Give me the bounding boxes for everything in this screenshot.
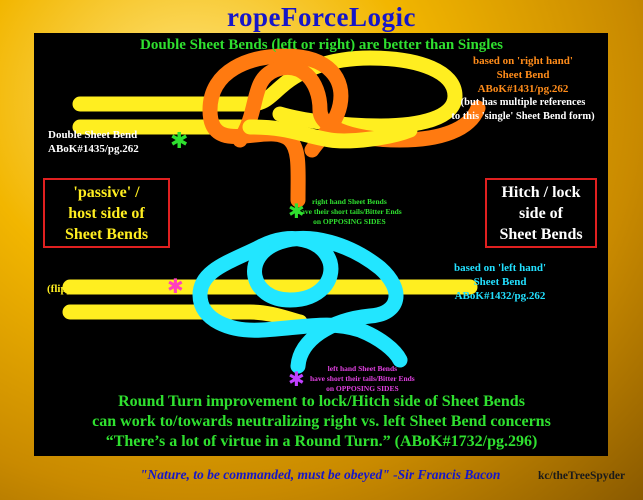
hitch-side-box: Hitch / lock side of Sheet Bends	[485, 178, 597, 248]
rh-note1: (but has multiple references	[460, 97, 586, 108]
rh-note2: to this 'single' Sheet Bend form)	[451, 111, 595, 122]
upper-orange-rope	[202, 48, 486, 208]
left-box-line3: Sheet Bends	[64, 226, 149, 243]
lh-line1: based on 'left hand'	[454, 262, 546, 274]
dsb-line2: ABoK#1435/pg.262	[48, 143, 139, 155]
note-mag-line3: on OPPOSING SIDES	[326, 384, 399, 393]
bacon-quote: "Nature, to be commanded, must be obeyed…	[140, 467, 501, 482]
flipped-label: (flipped from above)	[47, 283, 144, 295]
passive-side-box: 'passive' / host side of Sheet Bends	[43, 178, 170, 248]
asterisk-green-icon-2: ✱	[288, 201, 305, 223]
asterisk-green-icon-1: ✱	[170, 128, 188, 153]
round-turn-caption: Round Turn improvement to lock/Hitch sid…	[0, 392, 643, 452]
subtitle: Double Sheet Bends (left or right) are b…	[140, 37, 503, 53]
note-mag-line2: have short their tails/Bitter Ends	[310, 374, 415, 383]
rh-line3: ABoK#1431/pg.262	[477, 83, 569, 95]
bottom-line2: can work to/towards neutralizing right v…	[92, 413, 551, 430]
left-box-line1: 'passive' /	[73, 184, 140, 201]
double-sheet-bend-label: Double Sheet Bend ABoK#1435/pg.262	[48, 128, 139, 156]
asterisk-magenta-icon-2: ✱	[288, 369, 305, 391]
right-box-line3: Sheet Bends	[499, 226, 583, 243]
note-green-line1: right hand Sheet Bends	[311, 197, 387, 206]
lower-cyan-rope	[192, 231, 408, 374]
note-green-line3: on OPPOSING SIDES	[313, 217, 386, 226]
dsb-line1: Double Sheet Bend	[48, 129, 138, 141]
bottom-line1: Round Turn improvement to lock/Hitch sid…	[118, 393, 525, 410]
asterisk-magenta-icon-1: ✱	[167, 276, 184, 298]
lh-line3: ABoK#1432/pg.262	[454, 290, 546, 302]
rh-line1: based on 'right hand'	[473, 55, 573, 67]
right-hand-note: right hand Sheet Bends have their short …	[297, 197, 402, 227]
author-credit: kc/theTreeSpyder	[538, 470, 626, 482]
left-hand-note: left hand Sheet Bends have short their t…	[310, 364, 415, 394]
upper-yellow-overlap	[242, 119, 418, 149]
right-box-line1: Hitch / lock	[501, 184, 581, 201]
left-box-line2: host side of	[68, 205, 145, 222]
bottom-line3: “There’s a lot of virtue in a Round Turn…	[105, 433, 538, 450]
left-hand-label: based on 'left hand' Sheet Bend ABoK#143…	[430, 261, 570, 303]
page-title: ropeForceLogic	[227, 2, 416, 32]
right-hand-label: based on 'right hand' Sheet Bend ABoK#14…	[428, 54, 618, 124]
lh-line2: Sheet Bend	[473, 276, 527, 288]
right-box-line2: side of	[519, 205, 563, 222]
note-mag-line1: left hand Sheet Bends	[327, 364, 398, 373]
note-green-line2: have their short tails/Bitter Ends	[297, 207, 402, 216]
rh-line2: Sheet Bend	[496, 69, 550, 81]
